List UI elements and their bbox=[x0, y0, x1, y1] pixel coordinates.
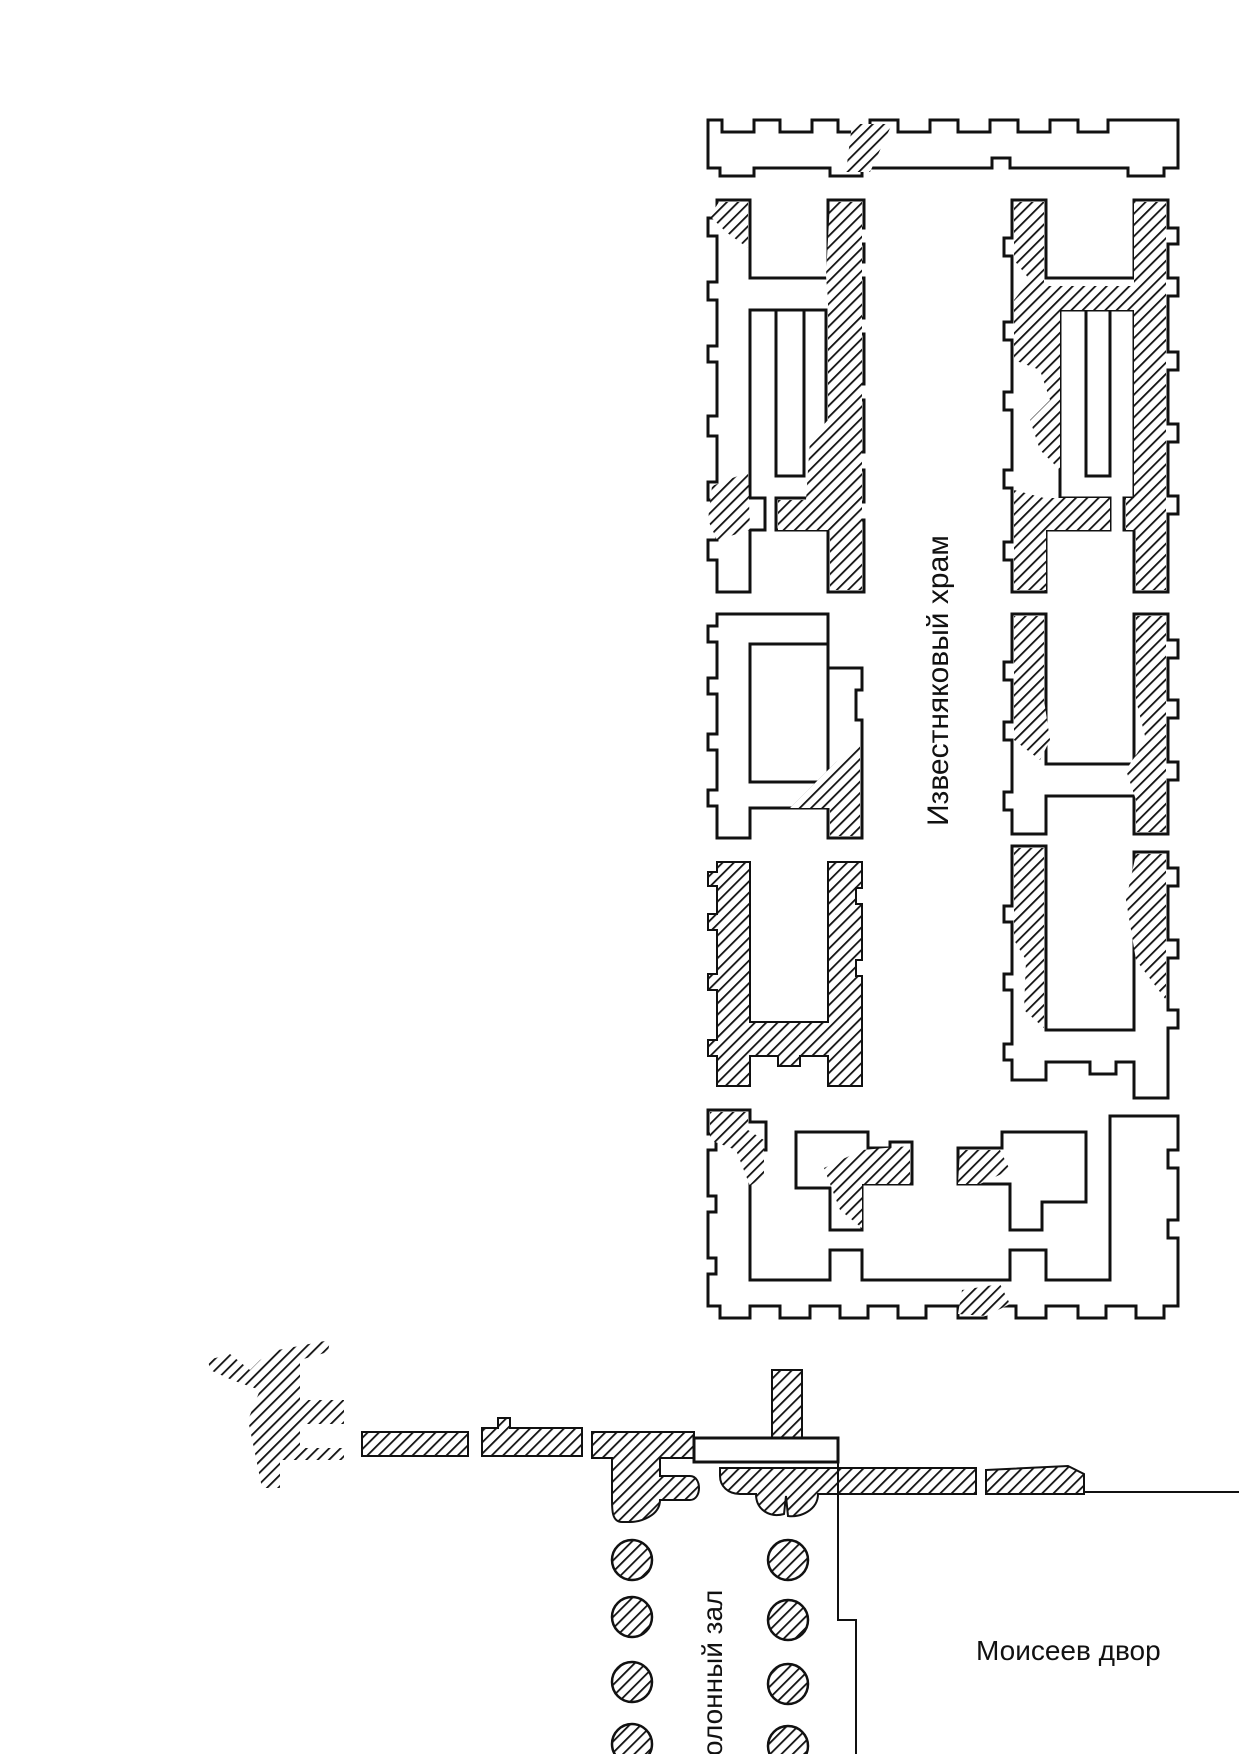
column bbox=[610, 1722, 654, 1754]
hall-north-wall bbox=[692, 1436, 840, 1464]
ruin-s-1 bbox=[710, 1112, 764, 1186]
ruin-west-fragment bbox=[208, 1340, 344, 1488]
ruin-me bbox=[1014, 616, 1166, 832]
temple-room-nw-inner bbox=[774, 308, 806, 478]
wall-segment-2 bbox=[481, 1417, 583, 1457]
temple-room-s bbox=[706, 1108, 1180, 1320]
court-west-wall bbox=[837, 1462, 857, 1754]
ruin-s-4 bbox=[958, 1284, 1010, 1316]
ruin-top bbox=[846, 124, 892, 172]
ruin-s-2 bbox=[824, 1146, 910, 1228]
ruin-mw bbox=[790, 742, 860, 836]
hall-complex: олонный зал Моисеев двор bbox=[208, 1340, 1239, 1754]
ruin-ne-2 bbox=[1014, 490, 1110, 590]
column bbox=[610, 1538, 654, 1582]
ruin-nw-3 bbox=[708, 472, 750, 540]
limestone-temple: Известняковый храм bbox=[706, 118, 1180, 1320]
wall-segment-1 bbox=[361, 1431, 469, 1457]
wall-segment-3 bbox=[985, 1464, 1085, 1495]
column bbox=[766, 1538, 810, 1582]
ruin-le bbox=[1014, 848, 1166, 1028]
hall-label: олонный зал bbox=[697, 1590, 728, 1754]
column bbox=[766, 1598, 810, 1642]
ruin-nw-1 bbox=[710, 202, 748, 248]
hall-east-pier bbox=[719, 1467, 977, 1518]
temple-room-ne-inner bbox=[1084, 308, 1112, 478]
hall-north-stub bbox=[771, 1369, 803, 1439]
column bbox=[610, 1595, 654, 1639]
column bbox=[766, 1724, 810, 1754]
column bbox=[766, 1662, 810, 1706]
ruin-nw-2 bbox=[778, 202, 862, 590]
court-label: Моисеев двор bbox=[976, 1635, 1161, 1666]
temple-room-lw bbox=[707, 861, 863, 1087]
ruin-ne-1 bbox=[1014, 202, 1166, 590]
temple-top-wall bbox=[706, 118, 1180, 178]
column bbox=[610, 1660, 654, 1704]
hall-west-pier bbox=[591, 1431, 700, 1523]
temple-label: Известняковый храм bbox=[922, 535, 955, 826]
ruin-s-3 bbox=[958, 1150, 1010, 1184]
